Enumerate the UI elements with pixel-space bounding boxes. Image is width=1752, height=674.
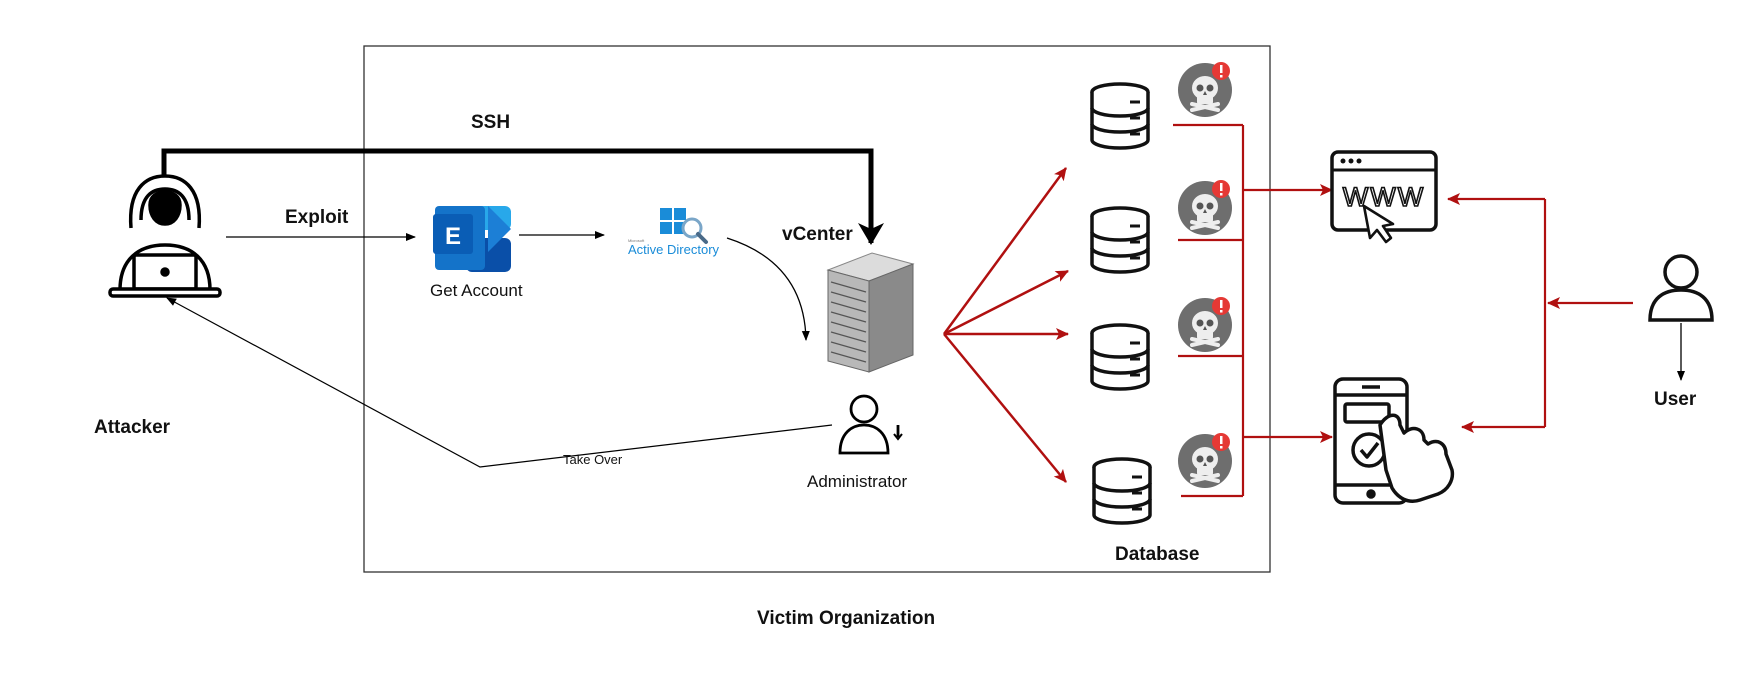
hacker-icon: [108, 174, 222, 298]
svg-text:WWW: WWW: [1343, 182, 1425, 212]
vcenter-to-db2-arrow: [943, 269, 1069, 336]
exchange-icon: E: [433, 206, 511, 272]
ssh-arrow: [161, 148, 884, 245]
skull-alert-icon: [1176, 431, 1234, 490]
database-label: Database: [1115, 544, 1200, 565]
vcenter-label: vCenter: [782, 224, 853, 245]
database-icon: [1090, 206, 1150, 274]
skull-alert-icon: [1176, 295, 1234, 354]
attacker-label: Attacker: [94, 417, 171, 438]
victim-organization-label: Victim Organization: [757, 608, 936, 629]
admin-user-icon: [838, 394, 903, 455]
skull-alert-icon: [1176, 60, 1234, 119]
vcenter-to-db1-arrow: [942, 167, 1068, 335]
take-over-label: Take Over: [563, 452, 623, 467]
get-account-label: Get Account: [430, 281, 523, 300]
svg-text:E: E: [445, 223, 461, 250]
database-bus-lines: [1173, 123, 1245, 498]
user-label: User: [1654, 389, 1697, 410]
administrator-label: Administrator: [807, 472, 908, 491]
active-directory-icon: [660, 208, 708, 244]
server-icon: [826, 252, 915, 373]
victim-organization-frame: [363, 45, 1271, 573]
ad-to-vcenter-arrow: [726, 237, 810, 341]
microsoft-label: Microsoft: [628, 238, 645, 243]
database-icon: [1090, 323, 1150, 391]
ssh-label: SSH: [471, 112, 511, 133]
take-over-arrow: [166, 297, 833, 468]
vcenter-to-db4-arrow: [943, 333, 1067, 483]
database-icon: [1090, 82, 1150, 150]
active-directory-label: Active Directory: [628, 242, 720, 257]
browser-icon: WWW: [1330, 150, 1438, 244]
database-icon: [1092, 457, 1152, 525]
mobile-app-icon: [1333, 377, 1455, 505]
user-icon: [1648, 254, 1714, 322]
exploit-label: Exploit: [285, 207, 349, 228]
skull-alert-icon: [1176, 178, 1234, 237]
